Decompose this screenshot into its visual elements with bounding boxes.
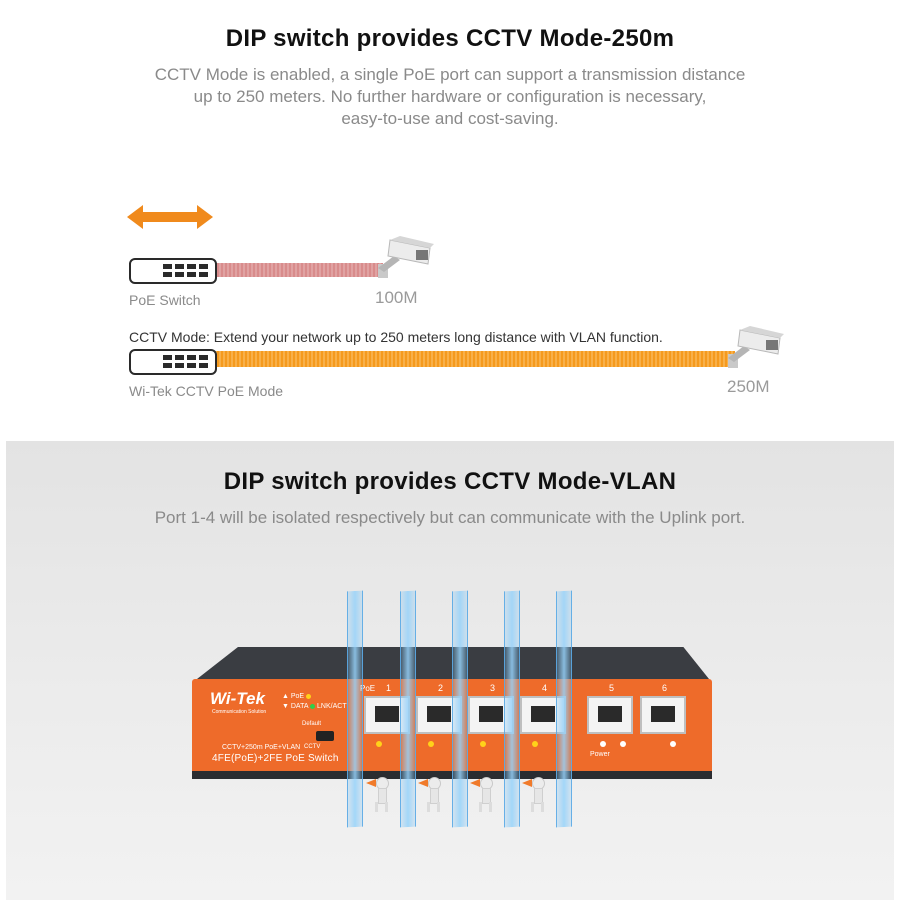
dip-label-default: Default xyxy=(302,721,322,727)
wi-tek-logo: Wi-Tek xyxy=(210,689,265,708)
section-subtitle-vlan: Port 1-4 will be isolated respectively b… xyxy=(154,508,746,527)
rj45-port-6[interactable] xyxy=(640,696,686,734)
model-label: 4FE(PoE)+2FE PoE Switch xyxy=(212,753,339,764)
poe-tag: PoE xyxy=(360,684,376,693)
user-figure-icon xyxy=(522,777,548,815)
cable-100m xyxy=(205,263,383,277)
user-figure-icon xyxy=(470,777,496,815)
subtitle-line-1: CCTV Mode is enabled, a single PoE port … xyxy=(154,65,746,84)
led-port-6 xyxy=(670,741,676,747)
cctv-vlan-section: DIP switch provides CCTV Mode-VLAN Port … xyxy=(6,441,894,900)
logo-tagline: Communication Solution xyxy=(212,709,267,715)
vlan-beam-1 xyxy=(347,590,363,828)
section-title-vlan: DIP switch provides CCTV Mode-VLAN xyxy=(223,468,677,495)
port-number-4: 4 xyxy=(542,683,548,693)
section-title-250m: DIP switch provides CCTV Mode-250m xyxy=(225,25,675,52)
led-legend-poe-text: PoE xyxy=(290,693,305,700)
port-number-5: 5 xyxy=(609,683,615,693)
power-label: Power xyxy=(590,751,610,758)
user-figure-icon xyxy=(366,777,392,815)
vlan-beam-4 xyxy=(504,590,520,828)
led-legend-data-text: DATA xyxy=(290,703,309,710)
led-power xyxy=(600,741,606,747)
distance-250m: 250M xyxy=(727,377,770,396)
port-number-3: 3 xyxy=(490,683,496,693)
port-number-1: 1 xyxy=(386,683,392,693)
poe-switch-label: PoE Switch xyxy=(129,292,201,308)
subtitle-line-3: easy-to-use and cost-saving. xyxy=(341,109,559,128)
led-port-5 xyxy=(620,741,626,747)
cctv-camera-icon-250m xyxy=(728,326,784,368)
poe-switch-icon xyxy=(129,258,217,284)
wi-tek-mode-label: Wi-Tek CCTV PoE Mode xyxy=(129,383,284,399)
dip-switch[interactable] xyxy=(316,731,334,741)
user-figure-icon xyxy=(418,777,444,815)
cctv-mode-description: CCTV Mode: Extend your network up to 250… xyxy=(129,329,663,345)
led-port-4 xyxy=(532,741,538,747)
port-number-6: 6 xyxy=(662,683,668,693)
section-subtitle-250m: CCTV Mode is enabled, a single PoE port … xyxy=(100,64,800,130)
led-port-2 xyxy=(428,741,434,747)
led-legend-lnk-text: LNK/ACT xyxy=(317,703,347,710)
mode-label: CCTV+250m PoE+VLAN xyxy=(222,744,301,751)
subtitle-line-2: up to 250 meters. No further hardware or… xyxy=(193,87,707,106)
distance-100m: 100M xyxy=(375,288,418,307)
cable-250m xyxy=(205,351,735,367)
vlan-beam-3 xyxy=(452,590,468,828)
led-legend-data: ▼ DATA LNK/ACT xyxy=(282,703,347,710)
vlan-beam-5 xyxy=(556,590,572,828)
rj45-port-5[interactable] xyxy=(587,696,633,734)
wi-tek-switch-icon xyxy=(129,349,217,375)
led-legend-poe: ▲ PoE xyxy=(282,693,312,700)
led-port-1 xyxy=(376,741,382,747)
dip-label-cctv: CCTV xyxy=(304,744,321,750)
led-port-3 xyxy=(480,741,486,747)
vlan-beam-2 xyxy=(400,590,416,828)
port-number-2: 2 xyxy=(438,683,444,693)
cctv-camera-icon xyxy=(378,236,434,278)
double-arrow-icon xyxy=(127,205,213,229)
cctv-250m-section: DIP switch provides CCTV Mode-250m CCTV … xyxy=(0,0,900,440)
